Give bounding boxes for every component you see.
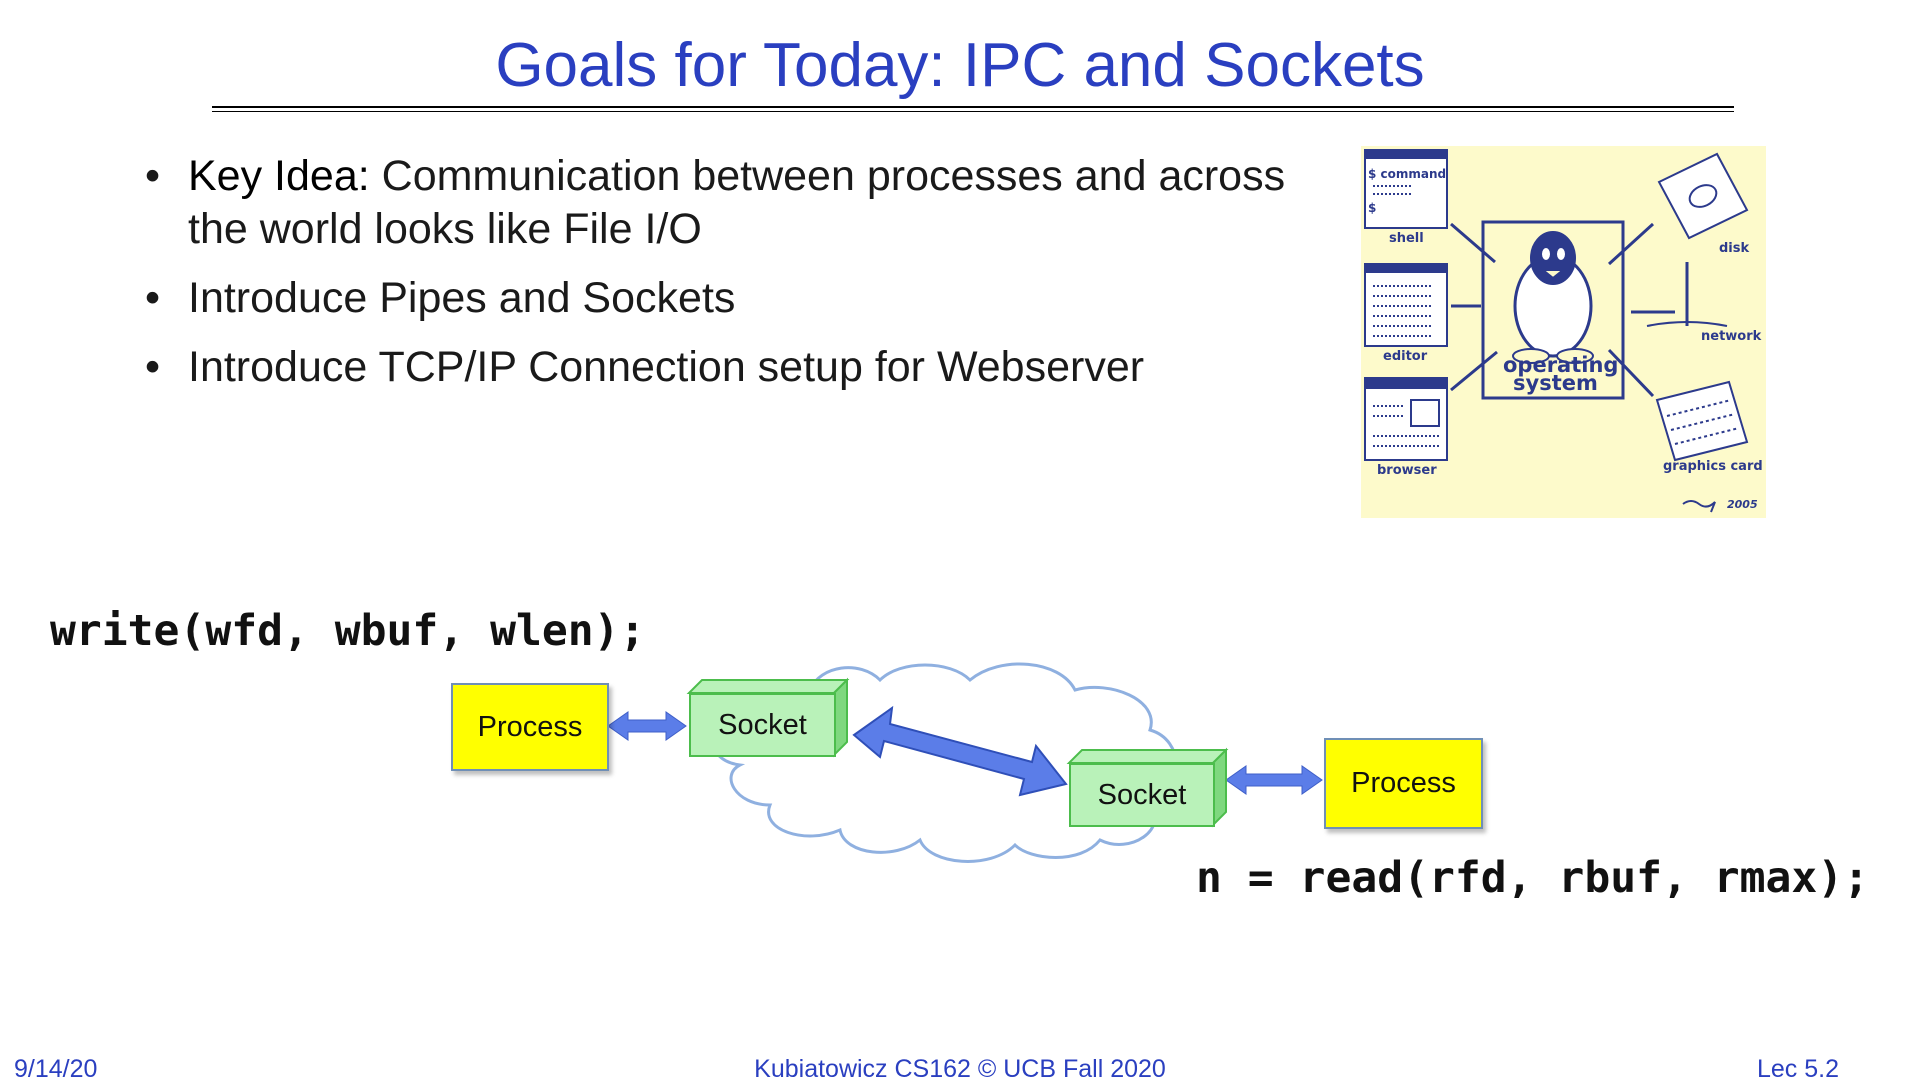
footer-date: 9/14/20 [14,1055,98,1083]
process-right-label: Process [1351,767,1456,799]
editor-window-icon [1364,263,1448,347]
left-double-arrow-icon [607,711,687,741]
os-label-line1: operating [1503,353,1618,377]
disk-label: disk [1719,241,1749,256]
bullet-text: Introduce Pipes and Sockets [188,274,736,322]
key-idea-label: Key Idea: [188,152,370,200]
footer-course: Kubiatowicz CS162 © UCB Fall 2020 [754,1055,1166,1083]
write-call: write(wfd, wbuf, wlen); [50,606,646,656]
socket-right-box: Socket [1069,763,1215,827]
process-left-box: Process [451,683,609,771]
tux-penguin-icon [1512,231,1594,364]
bullet-text: Introduce TCP/IP Connection setup for We… [188,343,1145,391]
editor-label: editor [1383,349,1428,364]
socket-left-label: Socket [718,708,807,741]
disk-icon [1657,152,1749,240]
bullet-dot: • [145,343,161,391]
signature-year: 2005 [1727,498,1758,511]
process-right-box: Process [1324,738,1483,829]
right-double-arrow-icon [1225,765,1323,795]
process-left-label: Process [477,710,583,743]
shell-window-icon [1364,149,1448,229]
bullet-item: • Introduce Pipes and Sockets [145,272,1295,325]
shell-dollar-text: $ [1368,201,1376,215]
bullet-dot: • [145,152,161,200]
bullet-dot: • [145,274,161,322]
shell-label: shell [1389,231,1424,246]
network-label: network [1701,329,1762,344]
slide-title: Goals for Today: IPC and Sockets [495,31,1425,100]
socket-right-label: Socket [1097,778,1187,811]
bullet-item: • Key Idea: Communication between proces… [145,150,1295,256]
bullet-list: • Key Idea: Communication between proces… [145,150,1295,410]
operating-system-illustration: $ command $ shell editor browser disk ne… [1361,146,1766,518]
title-rule [212,106,1734,108]
os-label-line2: system [1513,371,1598,395]
bullet-item: • Introduce TCP/IP Connection setup for … [145,341,1295,394]
graphics-card-label: graphics card [1663,459,1763,474]
signature-mark [1682,500,1716,513]
socket-left-box: Socket [689,693,836,757]
connector-lines [1450,222,1675,398]
os-box [1481,220,1625,400]
network-icon [1646,262,1728,327]
footer-lecture-number: Lec 5.2 [1756,1055,1839,1083]
bullet-text: Communication between processes and acro… [188,152,1286,253]
shell-prompt-text: $ command [1368,167,1446,181]
read-call: n = read(rfd, rbuf, rmax); [1196,853,1870,903]
graphics-card-icon [1655,380,1749,462]
browser-window-icon [1364,377,1448,461]
socket-link-double-arrow-icon [852,705,1068,797]
browser-label: browser [1377,463,1437,478]
title-rule-thin [212,111,1734,112]
